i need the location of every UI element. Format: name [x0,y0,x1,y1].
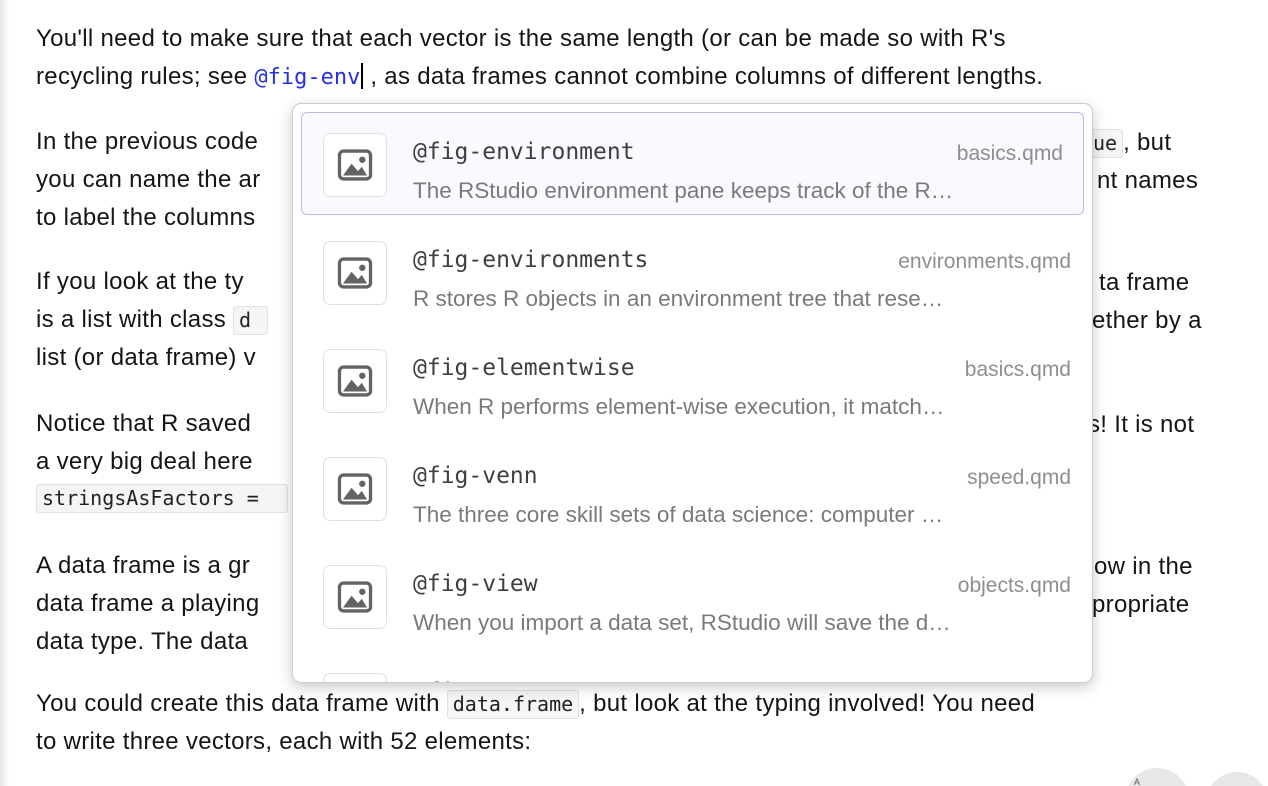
paragraph-text: , but look at the typing involved! You n… [579,690,1036,717]
completion-filename: basics.qmd [964,358,1071,381]
figure-thumbnail [323,241,387,305]
completion-item[interactable]: @fig- [293,652,1092,682]
completion-description: The three core skill sets of data scienc… [413,502,944,527]
paragraph-text: ue, but [1087,128,1171,158]
format-icon: A [1134,777,1141,786]
image-icon [337,365,373,397]
image-icon [337,581,373,613]
inline-code: ue [1087,129,1124,158]
completion-label: @fig-elementwise [413,355,635,381]
paragraph-text: you can name the ar [36,166,261,193]
figure-thumbnail [323,673,387,682]
paragraph-text: , but [1123,129,1172,156]
selected-item-highlight [301,112,1084,215]
completion-item[interactable]: @fig-environment basics.qmd The RStudio … [293,112,1092,220]
paragraph-text: ta frame [1099,269,1190,296]
completion-description: When R performs element-wise execution, … [413,394,945,419]
paragraph-text: is a list with class [36,306,234,333]
completion-filename: environments.qmd [898,250,1071,273]
paragraph-text: You'll need to make sure that each vecto… [36,25,1006,52]
inline-code: stringsAsFactors = [36,484,288,513]
completion-item[interactable]: @fig-environments environments.qmd R sto… [293,220,1092,328]
inline-code: d [233,306,269,335]
figure-thumbnail [323,457,387,521]
paragraph-text: data type. The data [36,628,249,655]
paragraph-text: data frame a playing [36,590,260,617]
image-icon [337,473,373,505]
paragraph-text: stringsAsFactors = [36,483,288,513]
paragraph-text: ether by a [1092,307,1202,334]
completion-filename: basics.qmd [956,142,1063,165]
paragraph-text: to write three vectors, each with 52 ele… [36,728,532,755]
completion-item[interactable]: @fig-view objects.qmd When you import a … [293,544,1092,652]
completion-description: The RStudio environment pane keeps track… [413,178,954,203]
paragraph-text: If you look at the ty [36,268,244,295]
window-edge [0,0,10,786]
image-icon [337,257,373,289]
inline-code: data.frame [446,690,580,719]
completion-item[interactable]: @fig-venn speed.qmd The three core skill… [293,436,1092,544]
image-icon [337,149,373,181]
editor-floating-button[interactable] [1206,772,1268,786]
completion-label: @fig- [413,679,482,682]
paragraph-text: propriate [1092,591,1190,618]
figure-thumbnail [323,133,387,197]
paragraph-text: is a list with class d [36,305,269,335]
paragraph-text: nt names [1097,167,1199,194]
editor-floating-button[interactable] [1125,768,1189,786]
completion-label: @fig-environment [413,139,635,165]
paragraph-text: You could create this data frame with da… [36,689,1035,719]
figure-thumbnail [323,349,387,413]
crossref-token[interactable]: @fig-env [254,65,361,90]
paragraph-text: s! It is not [1088,411,1195,438]
paragraph-text: list (or data frame) v [36,344,256,371]
completion-label: @fig-environments [413,247,649,273]
completion-description: When you import a data set, RStudio will… [413,610,951,635]
paragraph-text: recycling rules; see [36,63,255,90]
paragraph-text: ow in the [1094,553,1193,580]
completion-filename: objects.qmd [957,574,1071,597]
completion-label: @fig-view [413,571,538,597]
paragraph-text: recycling rules; see @fig-env , as data f… [36,62,1043,93]
completion-label: @fig-venn [413,463,538,489]
paragraph-text: In the previous code [36,128,259,155]
completion-description: R stores R objects in an environment tre… [413,286,944,311]
figure-thumbnail [323,565,387,629]
crossref-completion-popup: @fig-environment basics.qmd The RStudio … [292,103,1093,683]
paragraph-text: Notice that R saved [36,410,252,437]
paragraph-text: , as data frames cannot combine columns … [370,63,1044,90]
completion-filename: speed.qmd [967,466,1071,489]
paragraph-text: You could create this data frame with [36,690,447,717]
text-cursor [361,63,364,89]
paragraph-text: a very big deal here [36,448,253,475]
paragraph-text: A data frame is a gr [36,552,251,579]
paragraph-text: to label the columns [36,204,256,231]
completion-item[interactable]: @fig-elementwise basics.qmd When R perfo… [293,328,1092,436]
